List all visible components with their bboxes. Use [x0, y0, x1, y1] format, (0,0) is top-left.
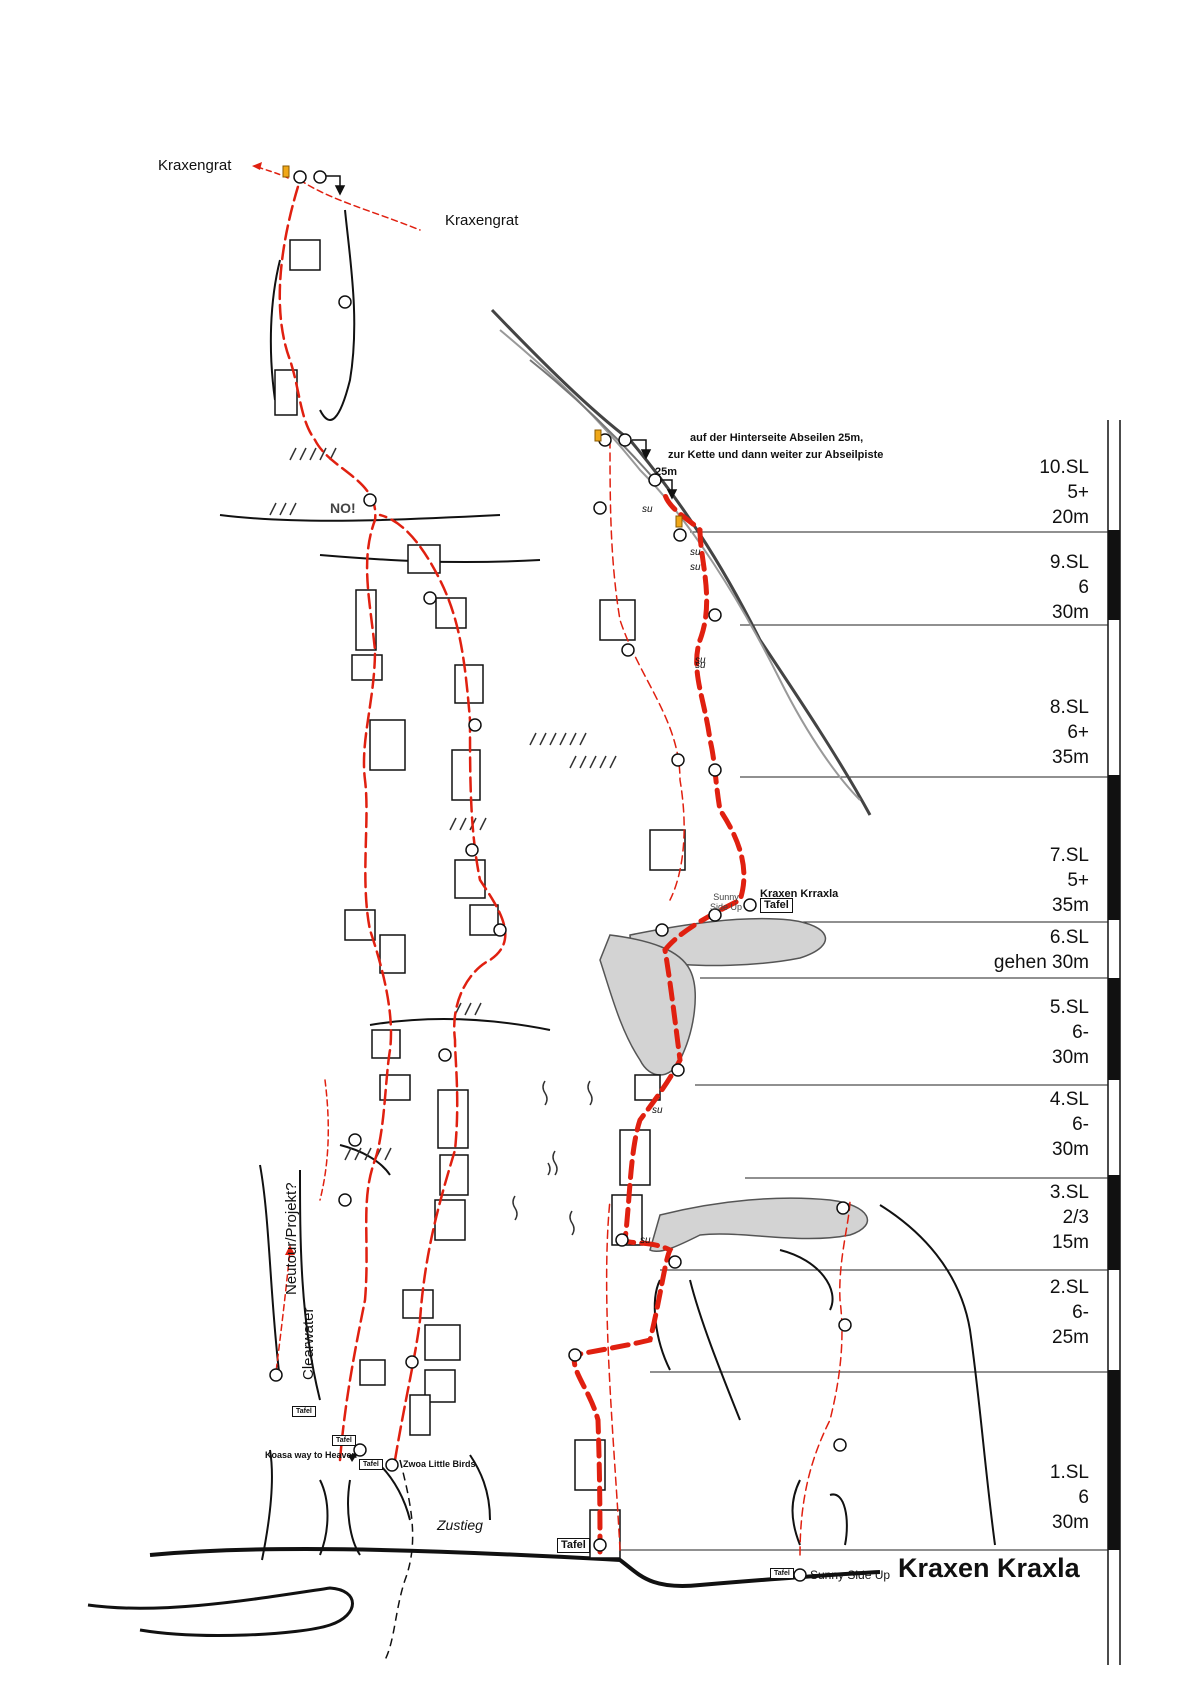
route-zwoa: [378, 513, 507, 1462]
pitch-length: 30m: [1052, 1139, 1089, 1160]
pitch-length: 35m: [1052, 895, 1089, 916]
route-koasa: [278, 178, 393, 1462]
pitch-length: 15m: [1052, 1232, 1089, 1253]
route-kraxengrat: [299, 179, 421, 231]
pitch-length: 30m: [1052, 1512, 1089, 1533]
cliff-outlines: [219, 209, 996, 1561]
pitch-name: 5.SL: [1049, 997, 1089, 1018]
su-marker: su: [642, 504, 653, 515]
route-kraxen-kraxla: [571, 492, 747, 1555]
arrow-neutour: [285, 1245, 295, 1255]
route-clearwater: [319, 1079, 330, 1201]
pitch-name: 3.SL: [1049, 1182, 1089, 1203]
pitch-grade: 5+: [1067, 482, 1089, 503]
pitch-grade: 6-: [1072, 1302, 1089, 1323]
approach-path: [384, 1459, 414, 1661]
pitch-5: 5.SL 6- 30m: [1050, 995, 1089, 1070]
su-marker: su: [690, 547, 701, 558]
pitch-name: 8.SL: [1049, 697, 1089, 718]
pitch-4: 4.SL 6- 30m: [1050, 1087, 1089, 1162]
arrow-kraxengrat: [252, 162, 262, 170]
route-sunny-side-up: [799, 1199, 851, 1556]
pitch-length: gehen 30m: [993, 952, 1089, 973]
su-marker: su: [695, 655, 706, 666]
pitch-length: 35m: [1052, 747, 1089, 768]
label-kraxengrat-top: Kraxengrat: [158, 157, 232, 174]
pitch-length: 25m: [1052, 1327, 1089, 1348]
route-middle-thin: [609, 439, 685, 901]
su-marker: su: [695, 660, 706, 671]
pitch-grade: 6-: [1072, 1114, 1089, 1135]
pitch-10: 10.SL 5+ 20m: [1039, 455, 1089, 530]
pitch-divider-lines: [610, 531, 1108, 1551]
pitch-grade: 6: [1078, 577, 1089, 598]
pitch-1: 1.SL 6 30m: [1050, 1460, 1089, 1535]
tafel-sign: Tafel: [557, 1538, 590, 1553]
pitch-name: 9.SL: [1049, 552, 1089, 573]
belay-stations: [269, 170, 852, 1582]
pitch-8: 8.SL 6+ 35m: [1050, 695, 1089, 770]
route-neutour: [274, 1249, 291, 1381]
pitch-3: 3.SL 2/3 15m: [1050, 1180, 1089, 1255]
label-kraxen-krraxla: Kraxen Krraxla: [760, 888, 839, 900]
label-rappel-line2: zur Kette und dann weiter zur Abseilpist…: [668, 449, 884, 461]
route-title: Kraxen Kraxla: [898, 1553, 1080, 1583]
pitch-7: 7.SL 5+ 35m: [1050, 843, 1089, 918]
su-marker: su: [652, 1105, 663, 1116]
pitch-grade: 6+: [1067, 722, 1089, 743]
rock-hatching: [269, 447, 617, 1236]
pitch-length: 20m: [1052, 507, 1089, 528]
label-koasa: Koasa way to Heaven: [265, 1450, 358, 1460]
tafel-sign: Tafel: [332, 1435, 356, 1446]
pitch-6: 6.SL gehen 30m: [994, 925, 1089, 975]
label-rappel-line1: auf der Hinterseite Abseilen 25m,: [690, 432, 864, 444]
pitch-grade: 6-: [1072, 1022, 1089, 1043]
pitch-length: 30m: [1052, 1047, 1089, 1068]
label-clearwater: Clearwater: [300, 1307, 317, 1380]
routes: [254, 165, 851, 1556]
tafel-sign: Tafel: [760, 898, 793, 913]
pitch-grade: 6: [1078, 1487, 1089, 1508]
tafel-sign: Tafel: [770, 1568, 794, 1579]
label-no: NO!: [330, 500, 356, 516]
tafel-sign: Tafel: [359, 1459, 383, 1470]
pitch-scale-ruler: [1107, 420, 1121, 1665]
route-left-lower: [605, 1199, 621, 1551]
label-zwoa: Zwoa Little Birds: [403, 1459, 476, 1469]
label-sunny-side-up: Sunny Side Up: [810, 1568, 891, 1582]
label-zustieg: Zustieg: [437, 1517, 483, 1533]
pitch-name: 4.SL: [1049, 1089, 1089, 1110]
su-marker: su: [640, 1235, 651, 1246]
pitch-2: 2.SL 6- 25m: [1050, 1275, 1089, 1350]
arrow-koasa: [348, 1453, 358, 1462]
pitch-grade: 2/3: [1062, 1207, 1089, 1228]
pitch-name: 10.SL: [1039, 457, 1089, 478]
ridge-sketch: [490, 308, 872, 816]
ground-curl: [87, 1586, 354, 1637]
pitch-name: 1.SL: [1049, 1462, 1089, 1483]
anchor-markers: [282, 165, 683, 528]
pitch-name: 2.SL: [1049, 1277, 1089, 1298]
label-sunny-side-up-small: Sunny Side Up: [710, 892, 743, 912]
pitch-length: 30m: [1052, 602, 1089, 623]
pitch-9: 9.SL 6 30m: [1050, 550, 1089, 625]
label-kraxengrat-right: Kraxengrat: [445, 212, 519, 229]
su-marker: su: [690, 562, 701, 573]
tafel-sign: Tafel: [292, 1406, 316, 1417]
pitch-grade: 5+: [1067, 870, 1089, 891]
label-rappel-25m: 25m: [655, 466, 678, 478]
pitch-name: 7.SL: [1049, 845, 1089, 866]
rappel-arrows: [326, 175, 678, 500]
pitch-name: 6.SL: [1049, 927, 1089, 948]
label-neutour: Neutour/Projekt?: [283, 1182, 300, 1295]
